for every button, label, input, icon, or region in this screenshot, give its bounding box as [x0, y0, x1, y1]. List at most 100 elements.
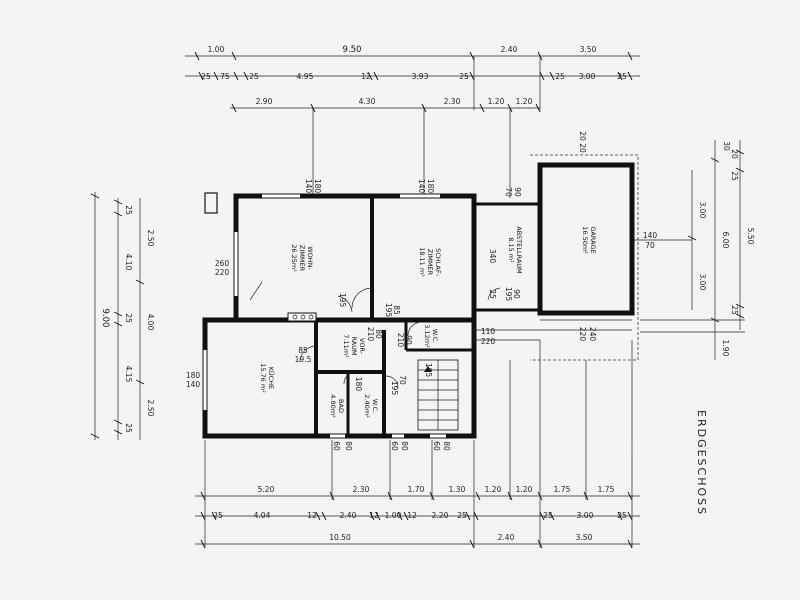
svg-text:KÜCHE: KÜCHE [267, 367, 276, 389]
bottom-dim-r3-3: 3.50 [576, 533, 593, 542]
svg-text:140: 140 [417, 179, 426, 194]
bottom-dim-4: 1.30 [449, 485, 466, 494]
room-wc: W.C. 3.12m² [423, 324, 439, 348]
right-dim-bottom: 1.90 [721, 340, 730, 357]
bottom-dim-r2-8: 2.20 [432, 511, 449, 520]
top-dim-r2-9: 3.00 [579, 72, 596, 81]
room-vorraum: VOR- RAUM 7.11m² [342, 334, 366, 358]
svg-text:ZIMMER: ZIMMER [298, 245, 306, 272]
svg-text:W.C.: W.C. [371, 399, 379, 413]
left-dim-mid-1: 25 [124, 205, 133, 215]
right-dim-mid-3: 5.50 [746, 228, 755, 245]
bottom-dim-8: 1.75 [598, 485, 615, 494]
building [202, 154, 639, 439]
right-dim-mid-4: 25 [730, 305, 739, 315]
svg-text:85: 85 [392, 305, 401, 315]
room-garage: GARAGE 16.50m² [581, 226, 597, 254]
top-dim-r2-2: 75 [220, 72, 230, 81]
svg-text:4.80m²: 4.80m² [329, 394, 337, 418]
svg-text:60: 60 [432, 441, 441, 451]
svg-text:210: 210 [396, 333, 405, 348]
bottom-dim-r2-2: 4.04 [254, 511, 271, 520]
svg-text:25: 25 [488, 289, 497, 299]
svg-text:70: 70 [504, 187, 513, 197]
svg-text:30: 30 [722, 141, 731, 151]
right-dimension-chain: 6.00 1.90 20 25 5.50 25 3.00 3.00 [630, 140, 755, 360]
room-schlafzimmer: SCHLAF- ZIMMER 18.11 m² [418, 247, 442, 277]
svg-text:7.11m²: 7.11m² [342, 334, 350, 358]
svg-text:180: 180 [186, 371, 201, 380]
bottom-dim-r3-1: 10.50 [329, 533, 351, 542]
svg-text:195: 195 [504, 287, 513, 302]
bottom-dim-r2-3: 12 [307, 511, 317, 520]
svg-text:220: 220 [578, 327, 587, 342]
svg-text:60: 60 [390, 441, 399, 451]
top-dim-3: 2.40 [501, 45, 518, 54]
top-dim-r2-3: 25 [249, 72, 259, 81]
bottom-dim-7: 1.75 [554, 485, 571, 494]
svg-text:220: 220 [215, 268, 230, 277]
svg-text:15.76 m²: 15.76 m² [259, 363, 267, 393]
svg-text:90: 90 [513, 187, 522, 197]
bottom-dim-r2-11: 3.00 [577, 511, 594, 520]
top-dim-r2-4: 4.95 [297, 72, 314, 81]
svg-text:210: 210 [366, 327, 375, 342]
room-labels: WOHN- ZIMMER 26.25m² SCHLAF- ZIMMER 18.1… [259, 226, 597, 418]
top-dim-r2-7: 25 [459, 72, 469, 81]
stove [287, 312, 317, 322]
svg-text:20: 20 [578, 131, 587, 141]
floor-title: ERDGESCHOSS [695, 410, 708, 516]
bottom-dimension-chain: 5.20 2.30 1.70 1.30 1.20 1.20 1.75 1.75 … [195, 360, 640, 549]
right-dim-inner-1: 3.00 [698, 202, 707, 219]
svg-text:60: 60 [332, 441, 341, 451]
bottom-dim-r3-2: 2.40 [498, 533, 515, 542]
svg-text:260: 260 [215, 259, 230, 268]
chimney [204, 192, 218, 214]
svg-text:180: 180 [426, 179, 435, 194]
left-dim-mid-4: 4.15 [124, 366, 133, 383]
top-dim-1: 1.00 [208, 45, 225, 54]
room-wohnzimmer: WOHN- ZIMMER 26.25m² [290, 244, 314, 272]
svg-text:220: 220 [481, 337, 496, 346]
left-dim-inner-3: 2.50 [146, 400, 155, 417]
opening-labels: 180 140 180 140 260 220 180 140 90 70 14… [186, 131, 731, 451]
left-dim-outer: 9.00 [100, 309, 110, 328]
staircase [417, 359, 459, 431]
bottom-dim-r2-7: 12 [407, 511, 417, 520]
top-dim-4: 3.50 [580, 45, 597, 54]
left-dim-mid-5: 25 [124, 423, 133, 433]
svg-text:240: 240 [588, 327, 597, 342]
bottom-dim-1: 5.20 [258, 485, 275, 494]
top-dim-r3-5: 1.20 [516, 97, 533, 106]
bottom-dim-5: 1.20 [485, 485, 502, 494]
svg-text:26.25m²: 26.25m² [290, 244, 298, 272]
bottom-dim-r2-6: 1.00 [385, 511, 402, 520]
svg-text:140: 140 [304, 179, 313, 194]
top-dim-r3-3: 2.30 [444, 97, 461, 106]
svg-text:W.C.: W.C. [431, 329, 439, 343]
bottom-dim-r2-9: 25 [457, 511, 467, 520]
svg-text:ZIMMER: ZIMMER [426, 249, 434, 276]
right-dim-inner-2: 3.00 [698, 274, 707, 291]
bottom-dim-r2-10: 25 [543, 511, 553, 520]
right-dim-outer: 6.00 [721, 232, 730, 249]
svg-text:195: 195 [390, 381, 399, 396]
room-wc-small: W.C. 2.40m² [363, 394, 379, 418]
top-dim-r2-1: 25 [201, 72, 211, 81]
svg-text:SCHLAF-: SCHLAF- [434, 248, 442, 277]
room-kueche: KÜCHE 15.76 m² [259, 363, 276, 393]
svg-text:140: 140 [186, 380, 201, 389]
svg-text:340: 340 [488, 249, 497, 264]
svg-text:90: 90 [404, 335, 413, 345]
svg-text:20: 20 [578, 143, 587, 153]
svg-text:80: 80 [374, 329, 383, 339]
svg-text:90: 90 [512, 289, 521, 299]
top-dim-2: 9.50 [343, 45, 362, 55]
svg-text:140: 140 [643, 231, 658, 240]
right-dim-mid-2: 25 [730, 171, 739, 181]
top-dim-r3-4: 1.20 [488, 97, 505, 106]
svg-text:195: 195 [338, 293, 347, 308]
top-dim-r2-5: 12 [361, 72, 371, 81]
